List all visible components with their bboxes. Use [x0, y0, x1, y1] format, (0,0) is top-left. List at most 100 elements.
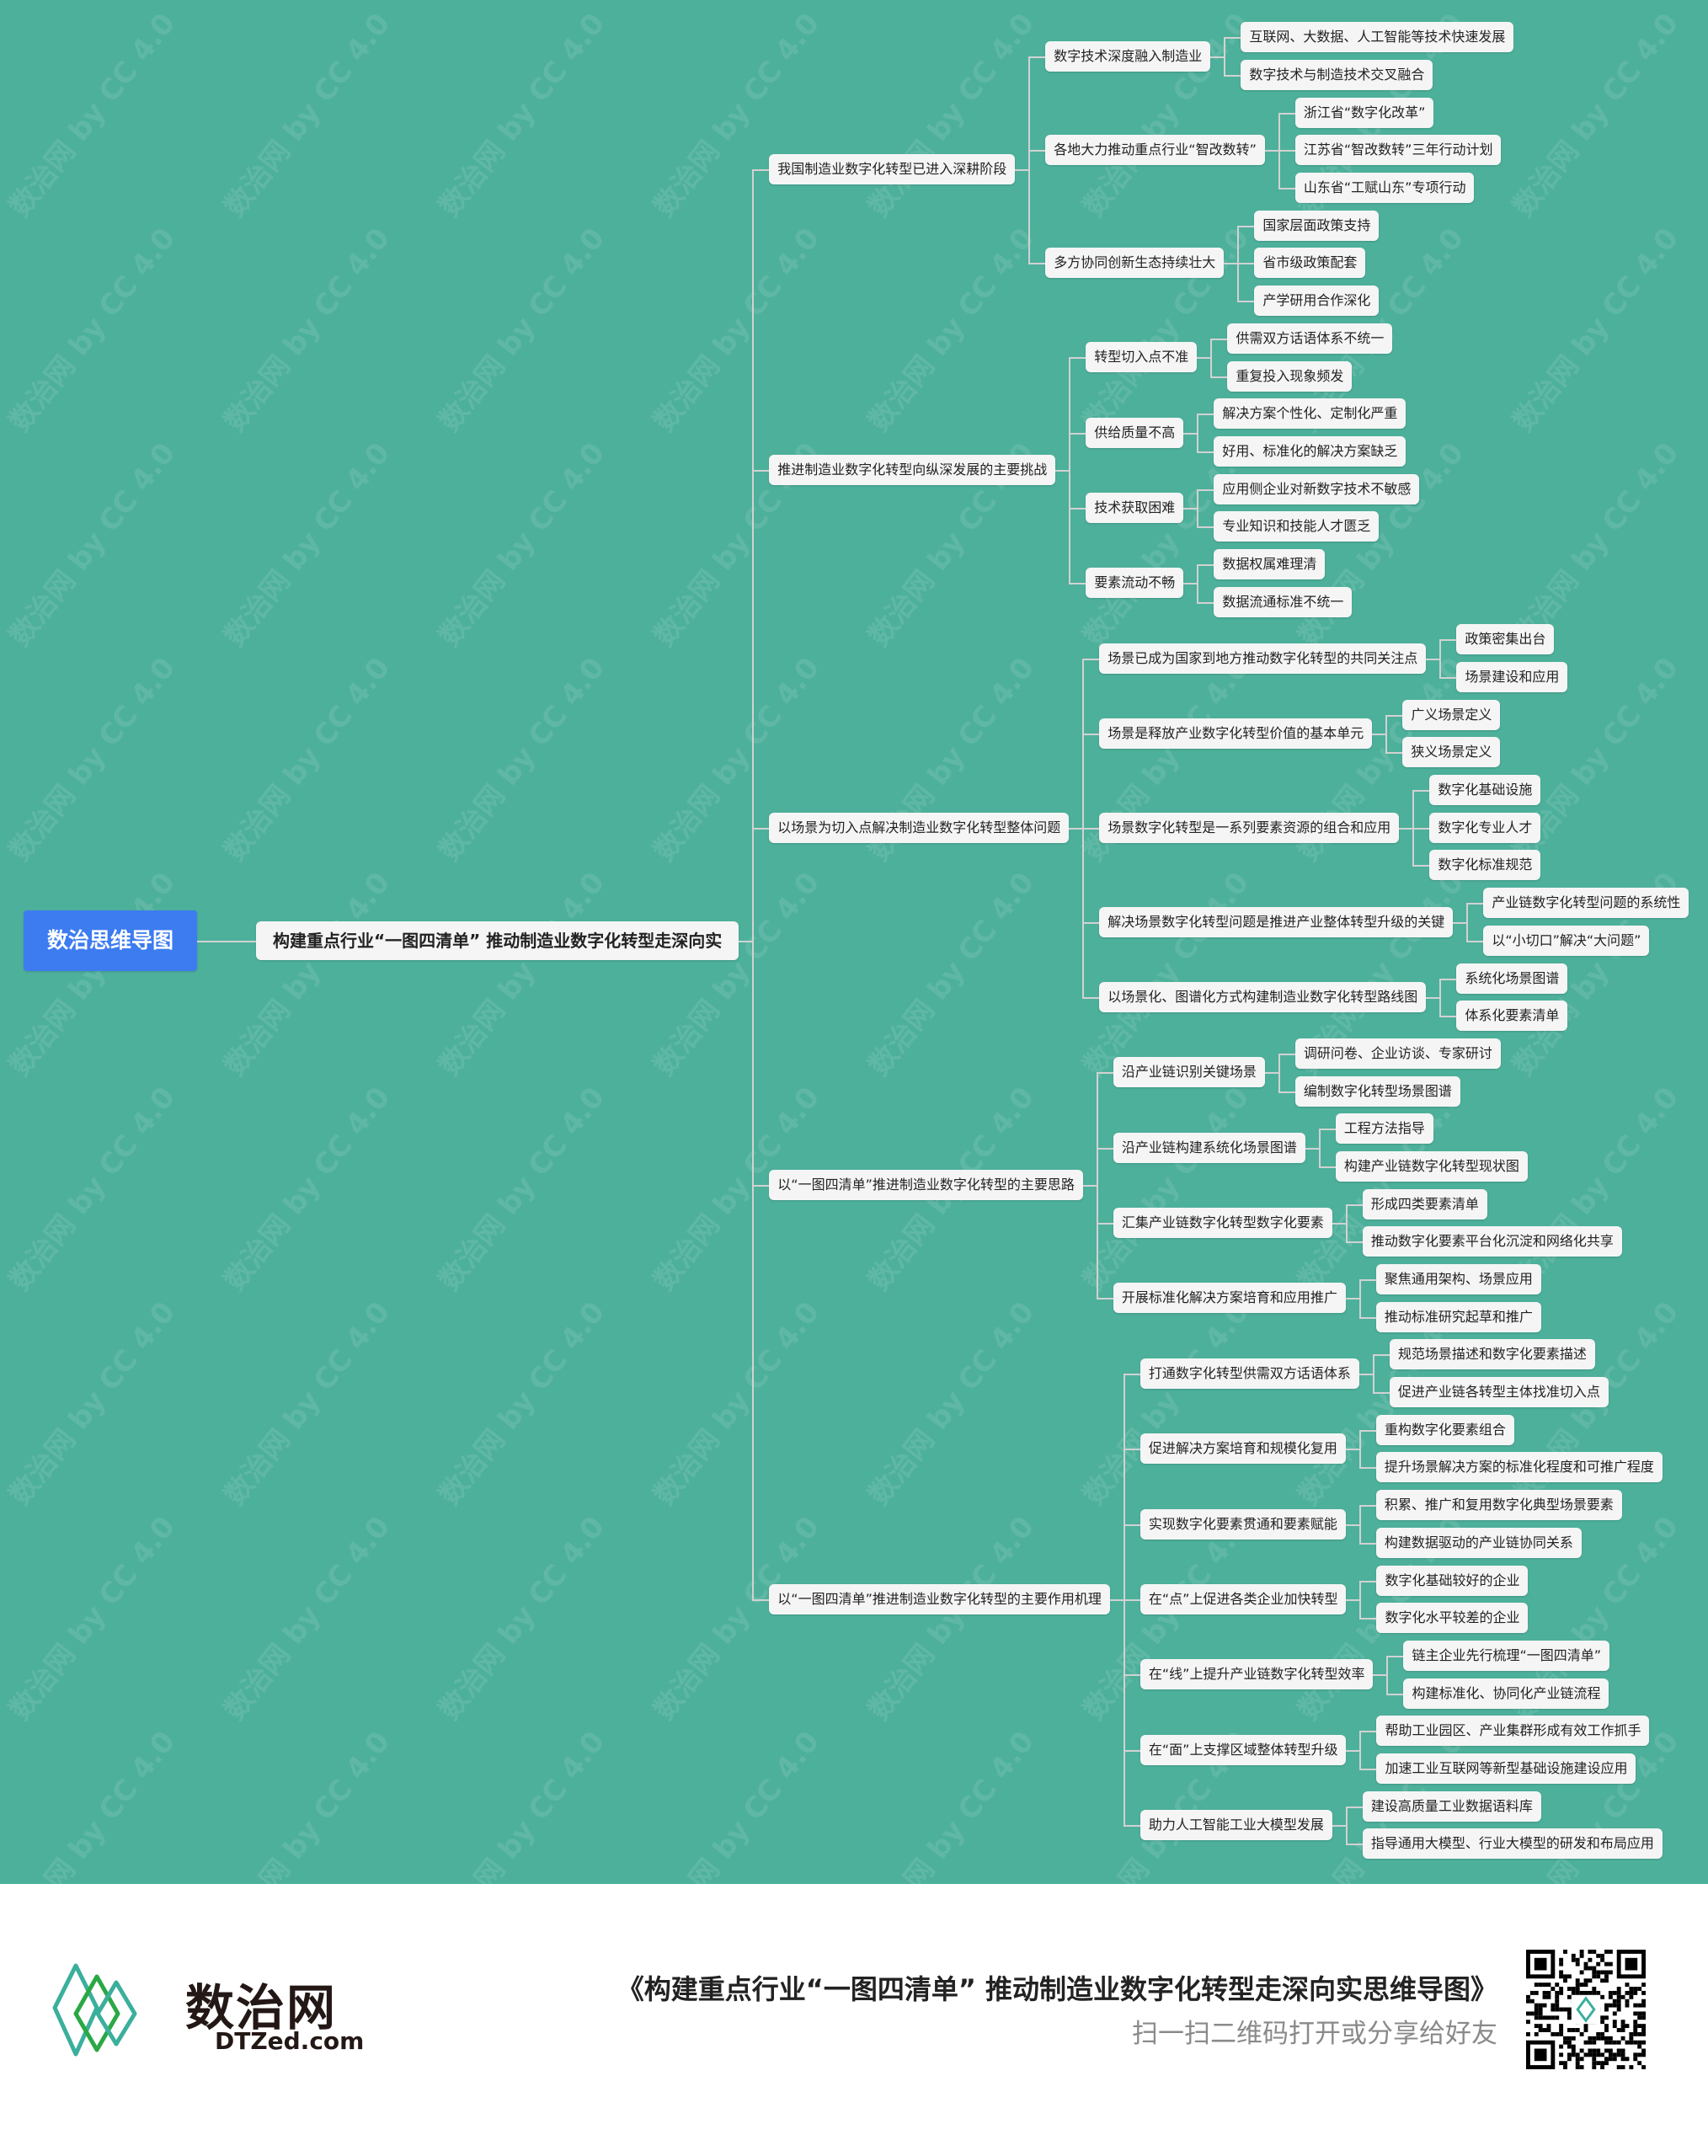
- children-group: 建设高质量工业数据语料库指导通用大模型、行业大模型的研发和布局应用: [1332, 1787, 1663, 1862]
- leaf-node[interactable]: 指导通用大模型、行业大模型的研发和布局应用: [1362, 1828, 1663, 1860]
- leaf-node[interactable]: 数据流通标准不统一: [1214, 586, 1353, 617]
- leaf-node[interactable]: 场景建设和应用: [1456, 662, 1568, 693]
- leaf-node[interactable]: 系统化场景图谱: [1456, 963, 1568, 994]
- node-row: 体系化要素清单: [1456, 997, 1568, 1035]
- children-group: 数字技术深度融入制造业互联网、大数据、人工智能等技术快速发展数字技术与制造技术交…: [1015, 19, 1514, 320]
- branch-node[interactable]: 以“一图四清单”推进制造业数字化转型的主要作用机理: [769, 1583, 1110, 1614]
- branch-node[interactable]: 开展标准化解决方案培育和应用推广: [1113, 1283, 1346, 1314]
- leaf-node[interactable]: 江苏省“智改数转”三年行动计划: [1294, 135, 1502, 166]
- branch-node[interactable]: 场景是释放产业数字化转型价值的基本单元: [1099, 718, 1373, 750]
- leaf-node[interactable]: 调研问卷、企业访谈、专家研讨: [1294, 1038, 1501, 1069]
- leaf-node[interactable]: 国家层面政策支持: [1254, 210, 1380, 241]
- child-branch: 江苏省“智改数转”三年行动计划: [1278, 131, 1502, 169]
- central-topic-node[interactable]: 构建重点行业“一图四清单” 推动制造业数字化转型走深向实: [256, 921, 739, 960]
- leaf-node[interactable]: 构建产业链数字化转型现状图: [1335, 1150, 1528, 1182]
- leaf-node[interactable]: 体系化要素清单: [1456, 1001, 1568, 1032]
- leaf-node[interactable]: 互联网、大数据、人工智能等技术快速发展: [1241, 22, 1514, 53]
- branch-node[interactable]: 要素流动不畅: [1086, 568, 1184, 599]
- branch-node[interactable]: 在“面”上支撑区域整体转型升级: [1140, 1734, 1347, 1765]
- branch-node[interactable]: 在“线”上提升产业链数字化转型效率: [1140, 1659, 1374, 1690]
- leaf-node[interactable]: 数字化基础设施: [1429, 775, 1541, 806]
- branch-node[interactable]: 我国制造业数字化转型已进入深耕阶段: [769, 153, 1016, 184]
- leaf-node[interactable]: 数字化水平较差的企业: [1376, 1603, 1529, 1634]
- node-row: 助力人工智能工业大模型发展建设高质量工业数据语料库指导通用大模型、行业大模型的研…: [1140, 1787, 1663, 1862]
- leaf-node[interactable]: 构建标准化、协同化产业链流程: [1403, 1678, 1609, 1709]
- child-branch: 链主企业先行梳理“一图四清单”: [1386, 1637, 1610, 1675]
- branch-node[interactable]: 场景数字化转型是一系列要素资源的组合和应用: [1099, 812, 1400, 843]
- leaf-node[interactable]: 重构数字化要素组合: [1375, 1414, 1514, 1445]
- child-branch: 推动数字化要素平台化沉淀和网络化共享: [1345, 1223, 1622, 1261]
- child-branch: 各地大力推动重点行业“智改数转” 浙江省“数字化改革” 江苏省“智改数转”三年行动计…: [1028, 93, 1513, 207]
- branch-node[interactable]: 供给质量不高: [1086, 417, 1184, 448]
- leaf-node[interactable]: 提升场景解决方案的标准化程度和可推广程度: [1375, 1452, 1663, 1483]
- branch-node[interactable]: 场景已成为国家到地方推动数字化转型的共同关注点: [1099, 643, 1427, 674]
- leaf-node[interactable]: 解决方案个性化、定制化严重: [1214, 398, 1406, 430]
- leaf-node[interactable]: 规范场景描述和数字化要素描述: [1389, 1339, 1595, 1370]
- leaf-node[interactable]: 形成四类要素清单: [1362, 1188, 1487, 1219]
- branch-node[interactable]: 数字技术深度融入制造业: [1045, 40, 1211, 72]
- branch-node[interactable]: 在“点”上促进各类企业加快转型: [1140, 1583, 1347, 1614]
- node-row: 聚焦通用架构、场景应用: [1375, 1261, 1541, 1299]
- node-row: 解决场景数字化转型问题是推进产业整体转型升级的关键产业链数字化转型问题的系统性以…: [1099, 884, 1689, 959]
- child-branch: 解决场景数字化转型问题是推进产业整体转型升级的关键产业链数字化转型问题的系统性以…: [1082, 883, 1689, 960]
- leaf-node[interactable]: 政策密集出台: [1456, 624, 1555, 655]
- branch-node[interactable]: 解决场景数字化转型问题是推进产业整体转型升级的关键: [1099, 906, 1454, 937]
- branch-node[interactable]: 助力人工智能工业大模型发展: [1140, 1810, 1332, 1840]
- leaf-node[interactable]: 推动数字化要素平台化沉淀和网络化共享: [1362, 1226, 1622, 1257]
- branch-node[interactable]: 各地大力推动重点行业“智改数转”: [1045, 135, 1265, 166]
- branch-node[interactable]: 多方协同创新生态持续壮大: [1045, 248, 1225, 279]
- node-row: 以“小切口”解决“大问题”: [1483, 922, 1689, 960]
- branch-node[interactable]: 促进解决方案培育和规模化复用: [1140, 1433, 1346, 1465]
- leaf-node[interactable]: 推动标准研究起草和推广: [1375, 1301, 1541, 1332]
- branch-node[interactable]: 打通数字化转型供需双方话语体系: [1140, 1358, 1359, 1389]
- branch-node[interactable]: 技术获取困难: [1086, 492, 1184, 523]
- node-row: 在“线”上提升产业链数字化转型效率链主企业先行梳理“一图四清单” 构建标准化、协同…: [1140, 1637, 1663, 1712]
- leaf-node[interactable]: 浙江省“数字化改革”: [1294, 97, 1434, 128]
- child-branch: 以“小切口”解决“大问题”: [1466, 921, 1689, 960]
- leaf-node[interactable]: 狭义场景定义: [1402, 737, 1501, 768]
- branch-node[interactable]: 以场景化、图谱化方式构建制造业数字化转型路线图: [1099, 981, 1427, 1012]
- leaf-node[interactable]: 广义场景定义: [1402, 699, 1501, 730]
- leaf-node[interactable]: 数字化标准规范: [1429, 850, 1541, 881]
- branch-node[interactable]: 沿产业链识别关键场景: [1113, 1057, 1265, 1088]
- leaf-node[interactable]: 数字化专业人才: [1429, 812, 1541, 843]
- leaf-node[interactable]: 聚焦通用架构、场景应用: [1375, 1264, 1541, 1295]
- branch-node[interactable]: 沿产业链构建系统化场景图谱: [1113, 1132, 1305, 1163]
- leaf-node[interactable]: 产业链数字化转型问题的系统性: [1483, 888, 1689, 919]
- leaf-node[interactable]: 编制数字化转型场景图谱: [1294, 1075, 1460, 1107]
- node-row: 推动数字化要素平台化沉淀和网络化共享: [1362, 1223, 1622, 1261]
- leaf-node[interactable]: 供需双方话语体系不统一: [1227, 323, 1393, 354]
- branch-node[interactable]: 汇集产业链数字化转型数字化要素: [1113, 1208, 1332, 1238]
- leaf-node[interactable]: 山东省“工赋山东”专项行动: [1294, 173, 1475, 204]
- leaf-node[interactable]: 专业知识和技能人才匮乏: [1214, 511, 1380, 542]
- node-row: 场景是释放产业数字化转型价值的基本单元广义场景定义狭义场景定义: [1099, 696, 1689, 771]
- leaf-node[interactable]: 帮助工业园区、产业集群形成有效工作抓手: [1376, 1716, 1650, 1747]
- leaf-node[interactable]: 建设高质量工业数据语料库: [1362, 1790, 1541, 1822]
- leaf-node[interactable]: 数据权属难理清: [1214, 548, 1326, 579]
- leaf-node[interactable]: 积累、推广和复用数字化典型场景要素: [1375, 1490, 1622, 1521]
- branch-node[interactable]: 推进制造业数字化转型向纵深发展的主要挑战: [769, 455, 1056, 486]
- leaf-node[interactable]: 工程方法指导: [1335, 1113, 1433, 1145]
- node-row: 江苏省“智改数转”三年行动计划: [1294, 131, 1502, 169]
- leaf-node[interactable]: 好用、标准化的解决方案缺乏: [1214, 435, 1406, 467]
- root-node[interactable]: 数治思维导图: [24, 910, 198, 971]
- branch-node[interactable]: 实现数字化要素贯通和要素赋能: [1140, 1508, 1346, 1540]
- leaf-node[interactable]: 以“小切口”解决“大问题”: [1483, 925, 1650, 956]
- leaf-node[interactable]: 链主企业先行梳理“一图四清单”: [1403, 1640, 1610, 1671]
- leaf-node[interactable]: 产学研用合作深化: [1254, 286, 1380, 317]
- branch-node[interactable]: 转型切入点不准: [1086, 342, 1198, 373]
- leaf-node[interactable]: 应用侧企业对新数字技术不敏感: [1214, 473, 1420, 504]
- leaf-node[interactable]: 构建数据驱动的产业链协同关系: [1375, 1527, 1582, 1558]
- qr-code[interactable]: [1526, 1950, 1646, 2069]
- branch-node[interactable]: 以“一图四清单”推进制造业数字化转型的主要思路: [769, 1170, 1083, 1201]
- leaf-node[interactable]: 促进产业链各转型主体找准切入点: [1389, 1377, 1609, 1408]
- leaf-node[interactable]: 加速工业互联网等新型基础设施建设应用: [1376, 1753, 1636, 1784]
- branch-node[interactable]: 以场景为切入点解决制造业数字化转型整体问题: [769, 812, 1070, 843]
- leaf-node[interactable]: 省市级政策配套: [1254, 248, 1366, 279]
- node-row: 构建数据驱动的产业链协同关系: [1375, 1524, 1622, 1562]
- children-group: 浙江省“数字化改革” 江苏省“智改数转”三年行动计划山东省“工赋山东”专项行动: [1264, 93, 1502, 206]
- leaf-node[interactable]: 数字技术与制造技术交叉融合: [1241, 60, 1433, 91]
- leaf-node[interactable]: 数字化基础较好的企业: [1376, 1565, 1529, 1596]
- leaf-node[interactable]: 重复投入现象频发: [1227, 360, 1353, 392]
- node-row: 数据权属难理清: [1214, 546, 1352, 584]
